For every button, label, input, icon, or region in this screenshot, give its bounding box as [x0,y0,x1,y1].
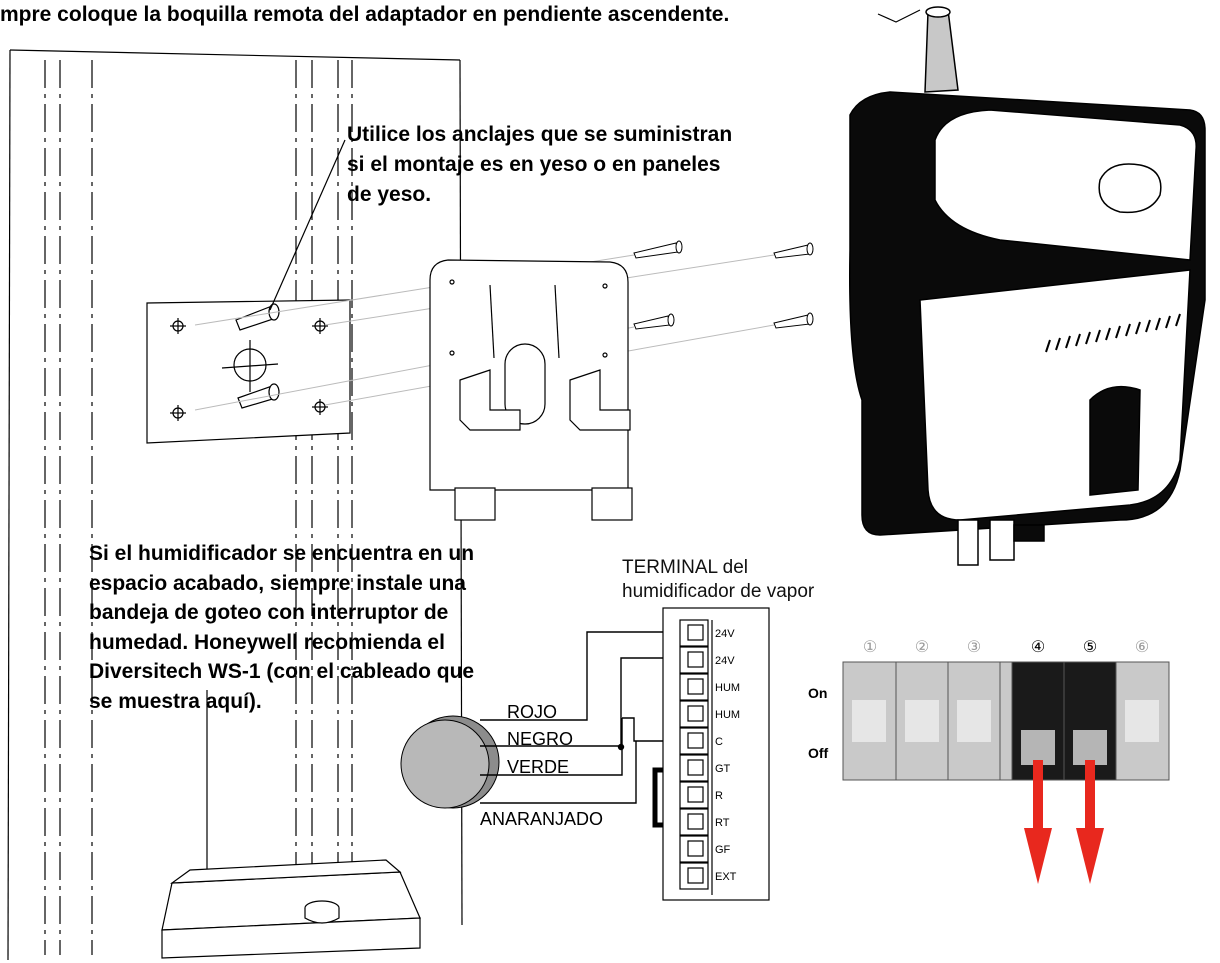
drip-line-2: espacio acabado, siempre instale una [89,571,466,595]
dip-toggle-4 [1021,730,1055,765]
terminal-label: HUM [715,682,740,694]
dip-number-2: ② [915,639,929,656]
wall-plate [146,299,351,444]
terminal-label: C [715,736,723,748]
terminal-title-line-2: humidificador de vapor [622,581,815,602]
vent-slots [1045,313,1181,353]
terminal-label: GT [715,763,731,775]
dip-number-6: ⑥ [1135,639,1149,656]
wire-label-green: VERDE [507,757,569,777]
terminal-label: 24V [715,655,735,667]
crosshair-marks [170,318,328,421]
wire-label-orange: ANARANJADO [480,809,603,829]
terminal-title: TERMINAL del humidificador de vapor [622,556,814,604]
dip-switch-toggles [852,700,1159,765]
screw-icon [633,240,683,259]
drip-pan [161,859,421,959]
terminal-label: RT [715,817,730,829]
down-arrow-icon [1076,760,1104,884]
wire-label-black: NEGRO [507,729,573,749]
screw-icon [773,242,814,259]
water-sensor [400,715,500,809]
dip-toggle-3 [957,700,991,742]
anchor-line-1: Utilice los anclajes que se suministran [347,123,733,146]
dip-number-4: ④ [1031,639,1045,656]
terminal-label: 24V [715,628,735,640]
mounting-bracket [429,259,633,521]
drip-line-5: Diversitech WS-1 (con el cableado que [89,660,475,683]
terminal-title-line-1: TERMINAL del [622,557,748,578]
dip-toggle-1 [852,700,886,742]
dip-toggle-2 [905,700,939,742]
anchor-line-2: si el montaje es en yeso o en paneles [347,153,721,176]
dip-switch-numbers: ① ② ③ ④ ⑤ ⑥ [863,639,1149,656]
screw-icon [633,313,675,330]
drip-line-6: se muestra aquí). [89,689,262,713]
black-wire [480,657,680,747]
terminal-label: R [715,790,723,802]
green-wire [480,718,623,776]
terminal-blocks [679,619,709,890]
drip-line-3: bandeja de goteo con interruptor de [89,601,449,624]
dip-number-1: ① [863,639,877,656]
drip-line-1: Si el humidificador se encuentra en un [89,542,475,565]
dip-off-label: Off [808,745,829,761]
screws [633,240,814,330]
down-arrow-icon [1024,760,1052,884]
terminal-label: HUM [715,709,740,721]
anchor-instruction-text: Utilice los anclajes que se suministran … [347,120,732,210]
terminal-strip [662,607,770,901]
slope-instruction-text: mpre coloque la boquilla remota del adap… [0,3,730,26]
dip-number-5: ⑤ [1083,639,1097,656]
red-wire [480,631,680,721]
screw-icon [773,312,814,329]
orange-wire [480,741,637,804]
anchor-line-3: de yeso. [347,183,432,206]
wall-drawing [7,49,463,961]
dip-number-3: ③ [967,639,981,656]
dip-switch-block [842,661,1170,781]
dip-toggle-6 [1125,700,1159,742]
terminal-labels: 24V 24V HUM HUM C GT R RT GF EXT [715,628,740,883]
dip-toggle-5 [1073,730,1107,765]
humidifier-unit [849,6,1206,566]
terminal-label: GF [715,844,731,856]
drip-line-4: humedad. Honeywell recomienda el [89,630,445,654]
terminal-label: EXT [715,871,737,883]
drip-pan-instruction-text: Si el humidificador se encuentra en un e… [89,539,474,716]
dip-on-label: On [808,685,827,701]
wire-label-red: ROJO [507,702,557,722]
leader-lines [206,9,921,882]
